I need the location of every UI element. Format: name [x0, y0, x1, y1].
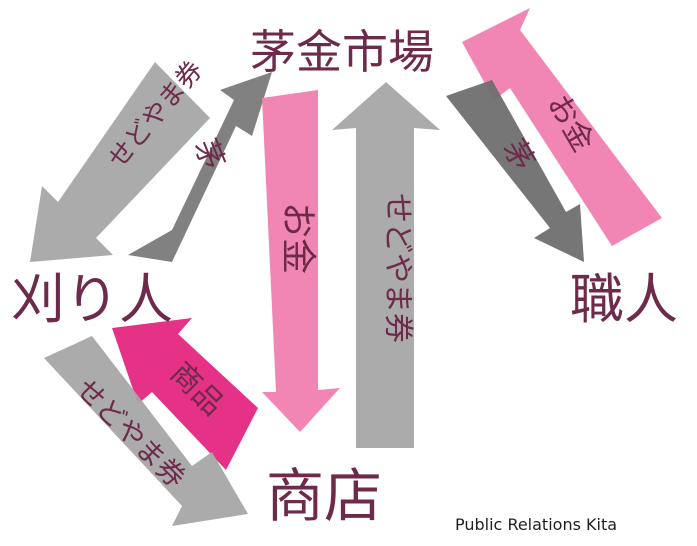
- arrow-market-to-shop: お金: [262, 90, 340, 432]
- node-craftsman: 職人: [570, 268, 678, 331]
- arrow-shop-to-market-label: せどやま券: [380, 193, 415, 343]
- arrow-cutter-to-market-shape: [128, 72, 272, 262]
- arrow-market-to-cutter-shape: [30, 62, 210, 262]
- credit-text: Public Relations Kita: [455, 515, 618, 534]
- node-market: 茅金市場: [250, 25, 434, 79]
- arrow-cutter-to-shop-shape: [44, 336, 248, 526]
- arrow-shop-to-cutter-shape: [112, 318, 258, 470]
- arrow-market-to-shop-label: お金: [277, 202, 318, 274]
- arrow-market-to-craftsman: 茅: [446, 80, 584, 262]
- arrow-market-to-craftsman-shape: [446, 80, 584, 262]
- arrow-craftsman-to-market-shape: [462, 8, 662, 246]
- node-cutter: 刈り人: [11, 268, 173, 331]
- arrow-market-to-shop-shape: [262, 90, 340, 432]
- arrow-shop-to-market-shape: [332, 82, 440, 448]
- node-shop: 商店: [266, 462, 382, 530]
- arrow-shop-to-market: せどやま券: [332, 82, 440, 448]
